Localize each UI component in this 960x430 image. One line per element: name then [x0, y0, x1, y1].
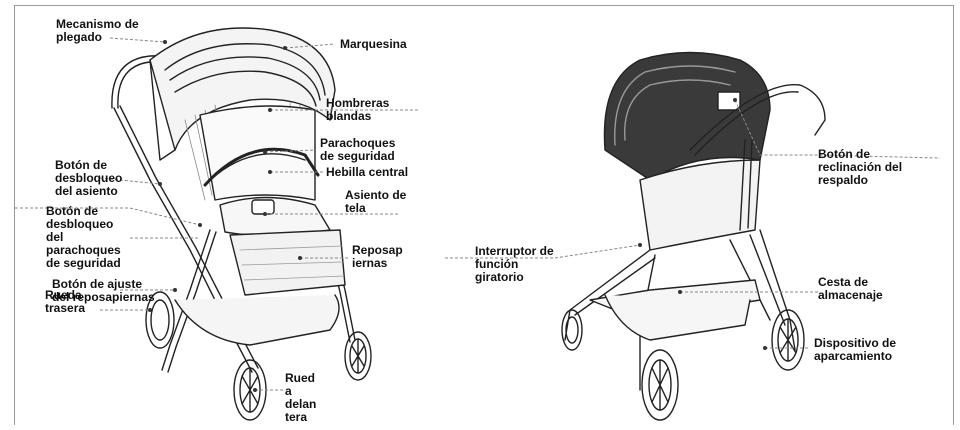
label-recline-button: Botón de reclinación del respaldo — [818, 148, 902, 187]
label-shoulder-pads: Hombreras blandas — [326, 97, 389, 123]
label-folding-mechanism: Mecanismo de plegado — [56, 18, 139, 44]
label-rear-wheel: Rueda trasera — [45, 289, 85, 315]
label-fabric-seat: Asiento de tela — [345, 189, 406, 215]
left-front-wheel-2 — [345, 332, 371, 380]
right-stroller-drawing — [562, 53, 825, 421]
left-seat — [220, 198, 330, 236]
label-bumper-bar: Parachoques de seguridad — [320, 137, 395, 163]
right-front-wheel — [562, 310, 582, 350]
label-legrest: Reposap iernas — [352, 244, 403, 270]
label-front-wheel: Rued a delan tera — [285, 372, 316, 424]
right-rear-wheel-2 — [772, 310, 804, 370]
label-bumper-release: Botón de desbloqueo del parachoques de s… — [46, 205, 121, 270]
label-brake: Dispositivo de aparcamiento — [814, 337, 896, 363]
label-center-buckle: Hebilla central — [326, 166, 408, 179]
label-swivel-switch: Interruptor de función giratorio — [475, 245, 554, 284]
left-stroller-drawing — [112, 28, 371, 420]
label-seat-release: Botón de desbloqueo del asiento — [55, 159, 122, 198]
label-canopy: Marquesina — [340, 38, 407, 51]
right-rear-wheel-1 — [642, 350, 678, 420]
label-storage-basket: Cesta de almacenaje — [818, 276, 883, 302]
left-basket — [175, 295, 339, 345]
